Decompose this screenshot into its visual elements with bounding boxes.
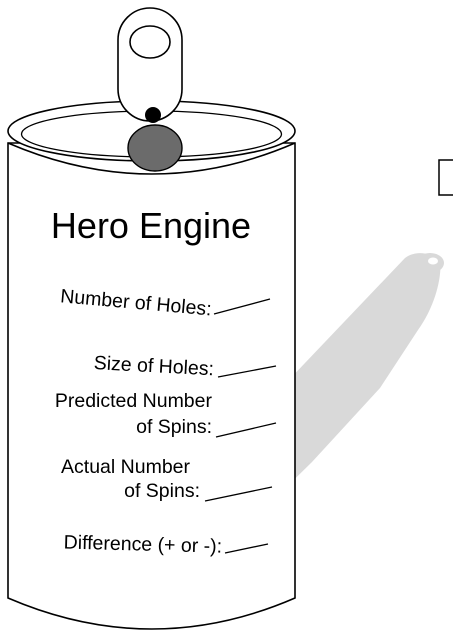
- edge-box-fragment: [439, 160, 453, 195]
- field-label-line2: of Spins:: [124, 480, 200, 502]
- pull-tab: [118, 8, 182, 123]
- can-shadow-tab-hole: [428, 258, 438, 265]
- field-label-line2: of Spins:: [136, 416, 212, 438]
- field-label-line1: Predicted Number: [55, 390, 213, 412]
- can-opening: [128, 125, 182, 171]
- pull-tab-shape: [118, 8, 182, 121]
- field-label-line1: Actual Number: [61, 456, 190, 478]
- field-label: Difference (+ or -):: [63, 532, 222, 558]
- pull-tab-hole: [130, 26, 170, 58]
- pull-tab-rivet: [145, 107, 161, 123]
- can-title: Hero Engine: [51, 205, 251, 246]
